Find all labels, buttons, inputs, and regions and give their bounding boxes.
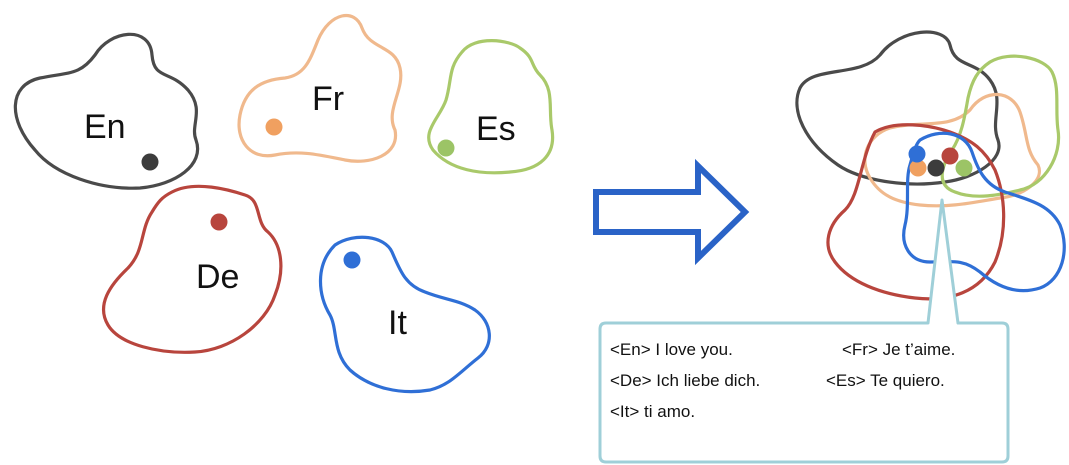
- shared-blob-it: [902, 131, 1066, 293]
- dot-de: [210, 213, 228, 231]
- dot-fr: [265, 118, 283, 136]
- callout-box: [598, 198, 1010, 464]
- label-it: It: [388, 304, 407, 342]
- shared-dot-fr: [909, 159, 927, 177]
- shared-blob-en: [795, 30, 1001, 186]
- blob-en: [13, 32, 200, 190]
- label-fr: Fr: [312, 80, 344, 118]
- sentence-fr: <Fr> Je t’aime.: [842, 340, 955, 359]
- sentence-es: <Es> Te quiero.: [826, 371, 945, 390]
- sentence-it: <It> ti amo.: [610, 402, 695, 421]
- blob-fr: [237, 13, 403, 163]
- label-de: De: [196, 258, 239, 296]
- dot-es: [437, 139, 455, 157]
- right-arrow-icon: [593, 158, 750, 266]
- dot-it: [343, 251, 361, 269]
- shared-blob-es: [940, 54, 1061, 198]
- shared-blob-fr: [863, 92, 1041, 208]
- sentence-en: <En> I love you.: [610, 340, 733, 359]
- blob-de: [102, 184, 283, 354]
- dot-en: [141, 153, 159, 171]
- label-en: En: [84, 108, 126, 146]
- shared-dot-es: [955, 159, 973, 177]
- shared-dot-it: [908, 145, 926, 163]
- shared-dot-de: [941, 147, 959, 165]
- blob-it: [318, 235, 491, 394]
- label-es: Es: [476, 110, 516, 148]
- shared-dot-en: [927, 159, 945, 177]
- sentence-de: <De> Ich liebe dich.: [610, 371, 760, 390]
- blob-es: [427, 39, 555, 175]
